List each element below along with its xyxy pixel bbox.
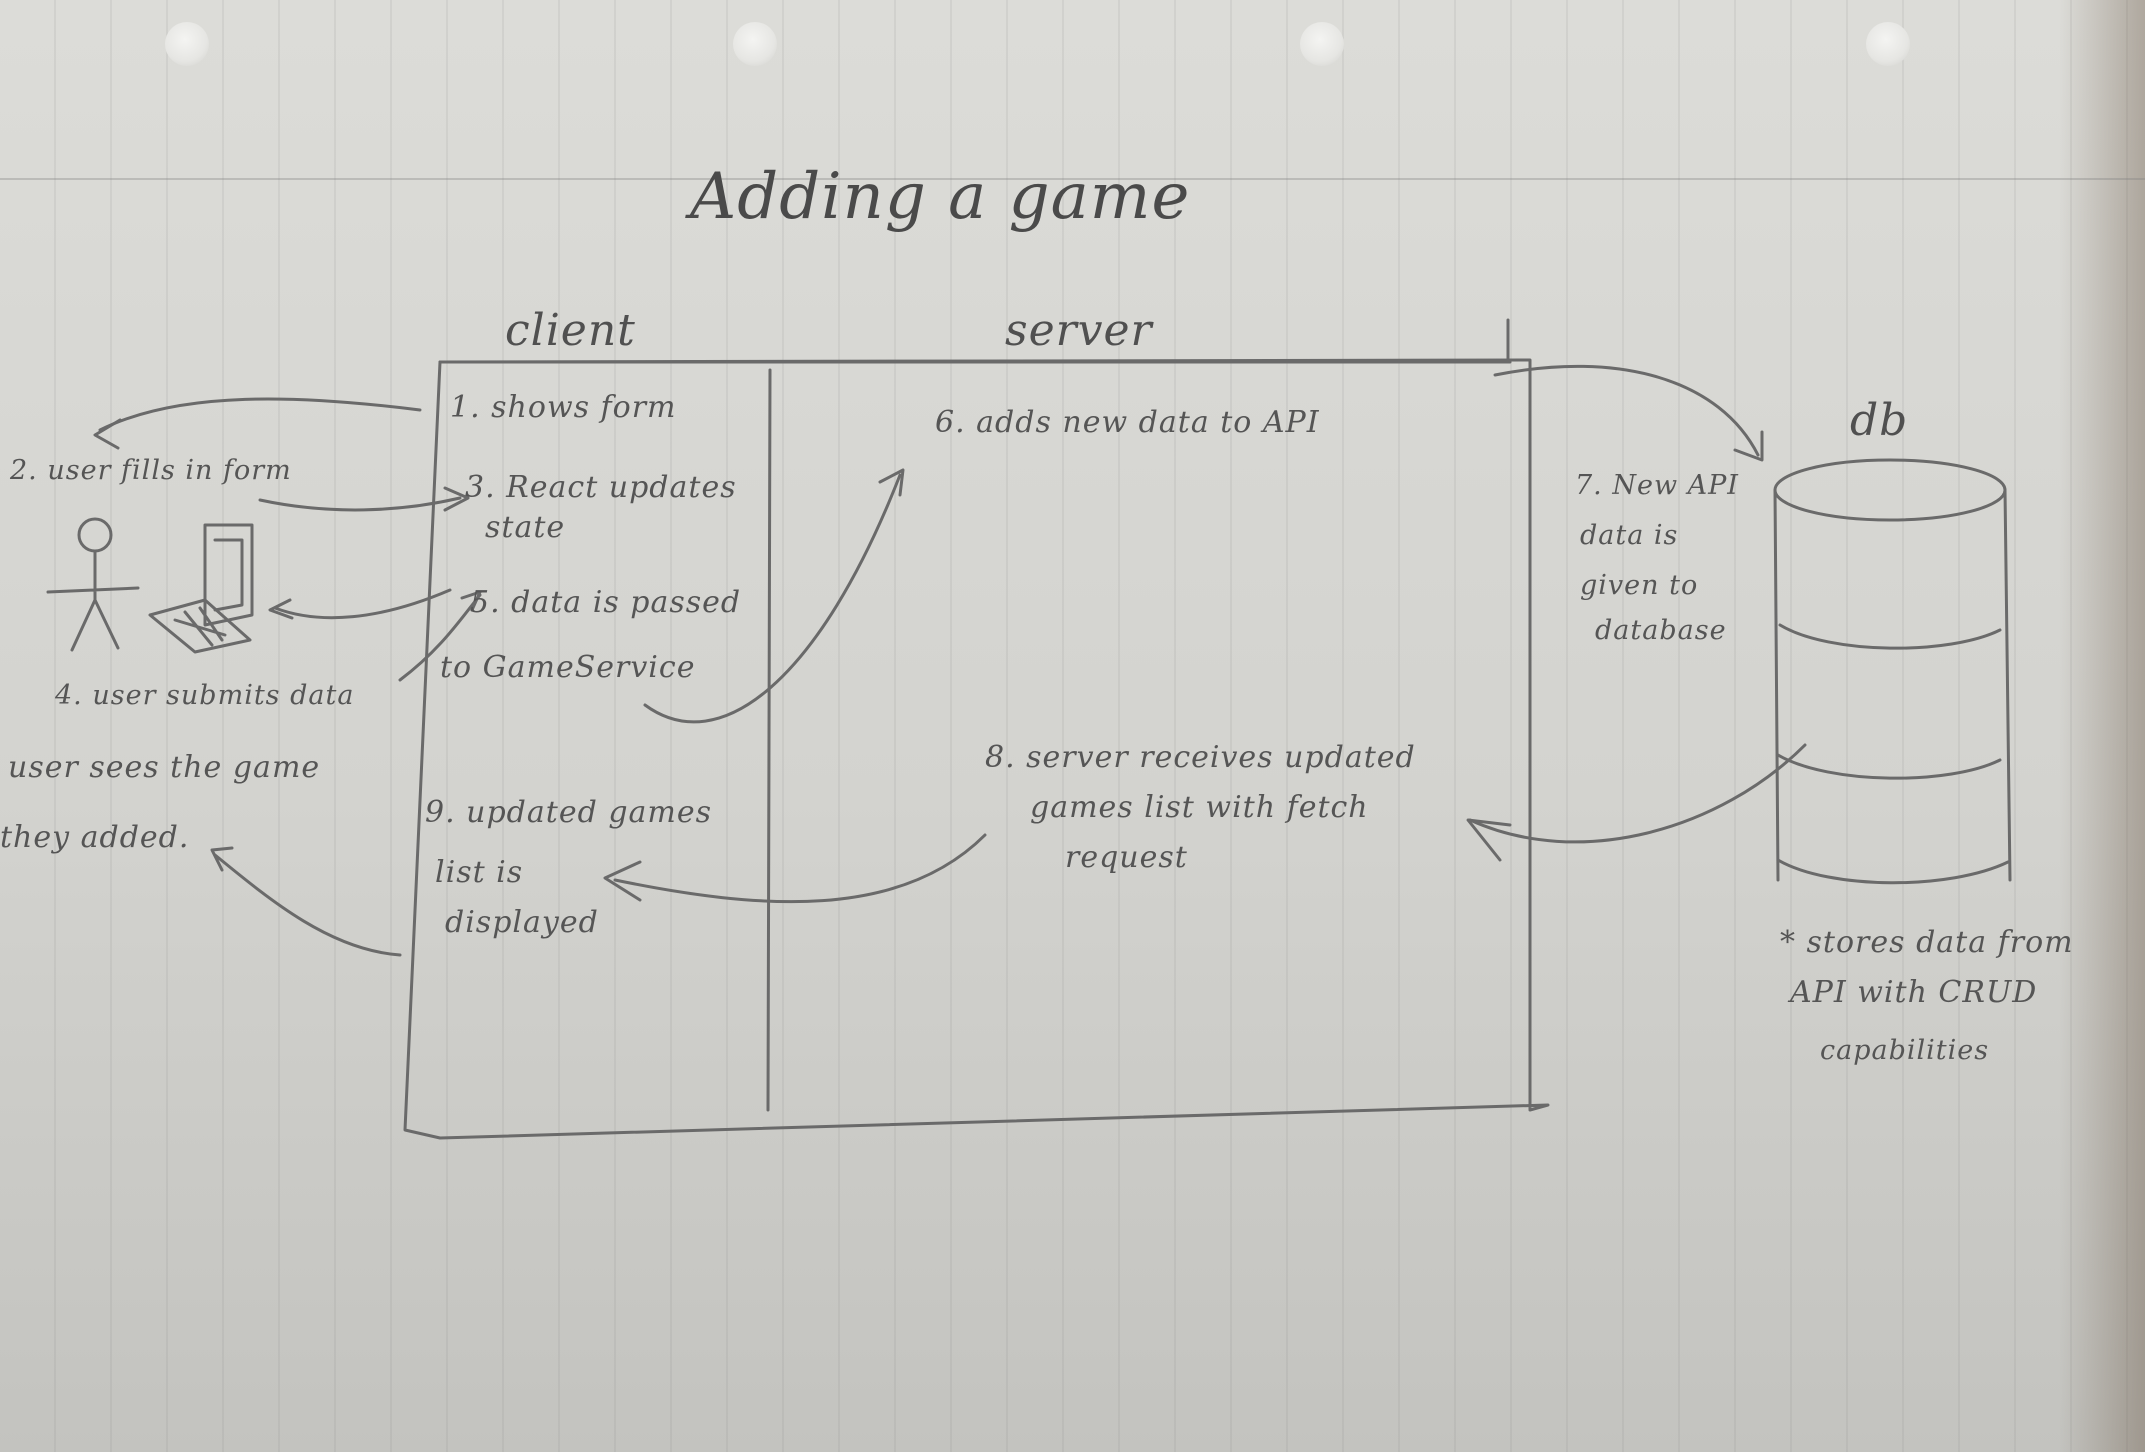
diagram-title: Adding a game: [690, 160, 1191, 234]
arrowhead-sees: [210, 846, 234, 872]
step-5-line1: 5. data is passed: [470, 585, 742, 620]
punch-hole: [165, 22, 209, 66]
step-7-line4: database: [1595, 615, 1727, 646]
db-note-line3: capabilities: [1820, 1035, 1990, 1066]
laptop-screen: [203, 523, 254, 627]
laptop-keys: [173, 606, 227, 647]
step-4: 4. user submits data: [55, 680, 355, 711]
arrowhead-9: [603, 860, 642, 902]
step-5-line2: to GameService: [440, 650, 696, 685]
arrowhead-3: [443, 486, 470, 512]
arrowhead-8: [1466, 818, 1512, 862]
arrow-7: [1493, 364, 1760, 457]
arrowhead-4: [268, 598, 294, 620]
step-8-line1: 8. server receives updated: [985, 740, 1416, 775]
step-9-line2: list is: [435, 855, 524, 890]
arrow-1: [98, 397, 422, 432]
arrow-3: [258, 496, 462, 512]
user-sees-line1: user sees the game: [8, 750, 321, 785]
step-8-line3: request: [1065, 840, 1188, 875]
db-note-line1: * stores data from: [1780, 925, 2074, 960]
step-7-line2: data is: [1580, 520, 1679, 551]
client-server-divider: [766, 368, 772, 1112]
punch-hole: [1300, 22, 1344, 66]
laptop-inner: [213, 538, 244, 612]
db-sides: [1773, 488, 2012, 882]
arrowhead-5: [460, 590, 482, 612]
step-9-line1: 9. updated games: [425, 795, 713, 830]
step-2: 2. user fills in form: [10, 455, 292, 486]
step-7-line1: 7. New API: [1575, 470, 1739, 501]
arrowhead-1: [93, 418, 122, 450]
db-bottom: [1776, 858, 2010, 885]
db-note-line2: API with CRUD: [1790, 975, 2038, 1010]
punch-hole: [1866, 22, 1910, 66]
db-top: [1773, 458, 2007, 522]
user-body: [46, 549, 140, 652]
client-server-box: [403, 358, 1550, 1140]
server-heading: server: [1005, 305, 1153, 356]
step-3-line2: state: [485, 510, 566, 545]
user-sees-line2: they added.: [0, 820, 190, 855]
step-8-line2: games list with fetch: [1030, 790, 1369, 825]
punch-hole: [733, 22, 777, 66]
arrow-sees: [213, 853, 402, 957]
db-ring-2: [1776, 753, 2002, 780]
db-heading: db: [1850, 395, 1909, 446]
step-1: 1. shows form: [450, 390, 677, 425]
step-7-line3: given to: [1580, 570, 1699, 601]
step-9-line3: displayed: [445, 905, 599, 940]
arrowhead-6: [878, 468, 905, 497]
step-6: 6. adds new data to API: [935, 405, 1320, 440]
arrow-9: [613, 833, 987, 904]
arrow-6: [643, 473, 902, 724]
db-ring-1: [1778, 623, 2002, 650]
user-head: [77, 517, 113, 553]
arrow-4: [273, 588, 452, 620]
client-heading: client: [505, 305, 636, 356]
arrowhead-7: [1733, 430, 1764, 462]
step-3-line1: 3. React updates: [465, 470, 737, 505]
arrow-8: [1468, 743, 1807, 844]
laptop-base: [148, 598, 252, 654]
paper-margin-line: [0, 178, 2145, 180]
